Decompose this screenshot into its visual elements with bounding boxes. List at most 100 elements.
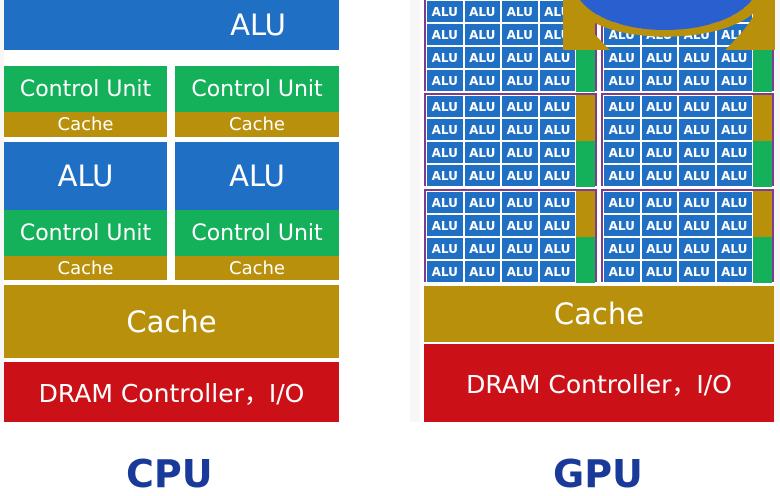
gpu-alu-cell: ALU xyxy=(501,260,539,283)
cpu-alu-4: ALU xyxy=(175,142,339,210)
gpu-alu-cell: ALU xyxy=(538,95,576,118)
gpu-cache-strip xyxy=(576,237,595,283)
cpu-dram-controller: DRAM Controller，I/O xyxy=(4,362,339,422)
gpu-alu-cell: ALU xyxy=(426,214,464,237)
gpu-alu-cell: ALU xyxy=(463,237,501,260)
cpu-core-cache-label: Cache xyxy=(229,114,285,135)
gpu-alu-cell: ALU xyxy=(426,69,464,92)
gpu-alu-cell: ALU xyxy=(678,95,716,118)
gpu-alu-cell: ALU xyxy=(678,214,716,237)
gpu-alu-cell: ALU xyxy=(426,260,464,283)
gpu-alu-cell: ALU xyxy=(603,69,641,92)
gpu-alu-cell: ALU xyxy=(463,118,501,141)
gpu-alu-cell: ALU xyxy=(603,191,641,214)
gpu-alu-cell: ALU xyxy=(426,141,464,164)
gpu-alu-cell: ALU xyxy=(538,191,576,214)
gpu-alu-cell: ALU xyxy=(715,191,753,214)
cpu-control-unit-label: Control Unit xyxy=(19,76,152,102)
gpu-alu-cell: ALU xyxy=(640,118,678,141)
gpu-alu-cell: ALU xyxy=(538,164,576,187)
gpu-alu-cell: ALU xyxy=(501,46,539,69)
gpu-alu-cell: ALU xyxy=(603,237,641,260)
gpu-alu-cell: ALU xyxy=(426,0,464,23)
gpu-alu-cell: ALU xyxy=(426,95,464,118)
gpu-alu-cell: ALU xyxy=(640,260,678,283)
cpu-shared-cache-label: Cache xyxy=(126,304,217,339)
gpu-alu-cell: ALU xyxy=(463,95,501,118)
gpu-alu-cell: ALU xyxy=(501,69,539,92)
gpu-alu-cell: ALU xyxy=(501,95,539,118)
gpu-alu-cell: ALU xyxy=(538,214,576,237)
gpu-alu-cell: ALU xyxy=(715,118,753,141)
gpu-alu-cell: ALU xyxy=(501,237,539,260)
cpu-alu-top-left xyxy=(4,0,167,50)
cpu-control-unit-3: Control Unit xyxy=(4,210,167,256)
gpu-cache-strip xyxy=(576,46,595,92)
cpu-core-cache-label: Cache xyxy=(229,257,285,279)
gpu-alu-cell: ALU xyxy=(603,214,641,237)
gpu-cache-strip xyxy=(753,141,772,187)
gpu-alu-cell: ALU xyxy=(640,46,678,69)
cpu-control-unit-1: Control Unit xyxy=(4,66,167,112)
gpu-alu-cell: ALU xyxy=(538,260,576,283)
gpu-alu-cell: ALU xyxy=(640,214,678,237)
gpu-ghost-left xyxy=(410,0,420,422)
gpu-alu-cell: ALU xyxy=(426,23,464,46)
gpu-alu-cell: ALU xyxy=(715,260,753,283)
gpu-alu-cell: ALU xyxy=(501,118,539,141)
gpu-alu-cell: ALU xyxy=(463,214,501,237)
cpu-control-unit-4: Control Unit xyxy=(175,210,339,256)
cpu-alu-label: ALU xyxy=(229,159,285,193)
gpu-cache: Cache xyxy=(424,286,774,342)
gpu-alu-cell: ALU xyxy=(426,237,464,260)
cpu-shared-cache: Cache xyxy=(4,285,339,358)
gpu-alu-cell: ALU xyxy=(678,164,716,187)
gpu-alu-cell: ALU xyxy=(426,118,464,141)
gpu-alu-cell: ALU xyxy=(501,214,539,237)
gpu-alu-cell: ALU xyxy=(678,237,716,260)
gpu-alu-cell: ALU xyxy=(538,141,576,164)
gpu-alu-cell: ALU xyxy=(463,23,501,46)
gpu-cache-strip xyxy=(753,237,772,283)
cpu-alu-top-right: ALU xyxy=(167,0,339,50)
gpu-alu-cell: ALU xyxy=(501,141,539,164)
gpu-alu-cell: ALU xyxy=(678,118,716,141)
gpu-overlay-shape-icon xyxy=(563,0,775,50)
gpu-alu-cell: ALU xyxy=(501,0,539,23)
gpu-alu-cell: ALU xyxy=(501,164,539,187)
gpu-alu-cell: ALU xyxy=(501,191,539,214)
gpu-alu-cell: ALU xyxy=(678,69,716,92)
gpu-alu-cell: ALU xyxy=(640,141,678,164)
gpu-alu-cell: ALU xyxy=(715,69,753,92)
gpu-cache-strip xyxy=(576,141,595,187)
cpu-control-unit-2: Control Unit xyxy=(175,66,339,112)
gpu-alu-cell: ALU xyxy=(463,141,501,164)
gpu-alu-cell: ALU xyxy=(538,46,576,69)
gpu-alu-cell: ALU xyxy=(678,46,716,69)
gpu-alu-cell: ALU xyxy=(426,46,464,69)
cpu-control-unit-label: Control Unit xyxy=(191,220,323,246)
gpu-alu-cell: ALU xyxy=(603,46,641,69)
gpu-alu-cell: ALU xyxy=(463,69,501,92)
gpu-alu-cell: ALU xyxy=(538,118,576,141)
gpu-alu-cell: ALU xyxy=(678,260,716,283)
gpu-cache-label: Cache xyxy=(553,297,645,331)
gpu-cache-strip xyxy=(753,46,772,92)
cpu-core-cache-4: Cache xyxy=(175,256,339,280)
cpu-core-cache-1: Cache xyxy=(4,112,167,137)
gpu-alu-cell: ALU xyxy=(603,164,641,187)
cpu-control-unit-label: Control Unit xyxy=(19,220,152,246)
gpu-alu-cell: ALU xyxy=(463,46,501,69)
gpu-alu-cell: ALU xyxy=(463,191,501,214)
gpu-title: GPU xyxy=(553,452,643,496)
cpu-alu-label: ALU xyxy=(230,8,286,42)
cpu-core-cache-2: Cache xyxy=(175,112,339,137)
gpu-dram-label: DRAM Controller，I/O xyxy=(466,370,732,399)
cpu-title-text: CPU xyxy=(126,452,213,496)
gpu-control-strip xyxy=(576,95,595,141)
gpu-control-strip xyxy=(753,191,772,237)
cpu-title: CPU xyxy=(126,452,213,496)
cpu-core-cache-3: Cache xyxy=(4,256,167,280)
gpu-alu-cell: ALU xyxy=(640,164,678,187)
cpu-control-unit-label: Control Unit xyxy=(191,76,323,102)
